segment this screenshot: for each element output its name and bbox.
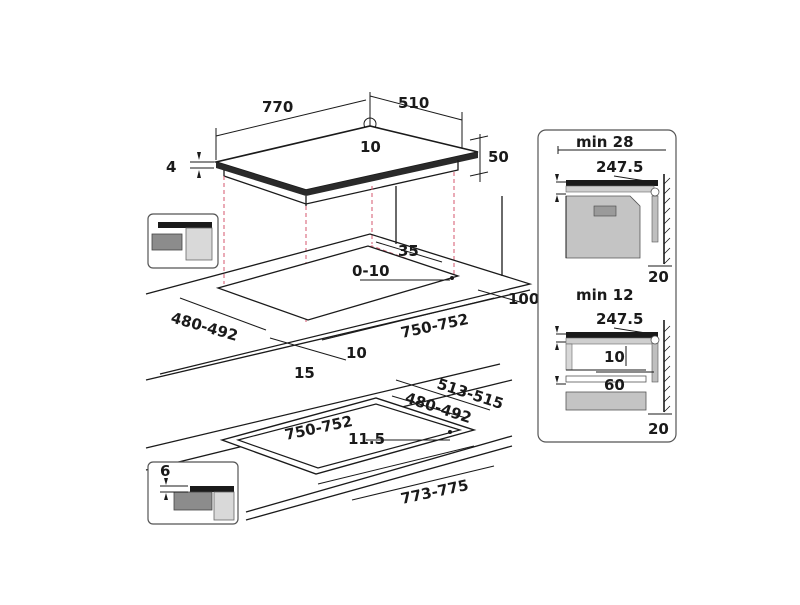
body-height-tick-top bbox=[469, 135, 489, 141]
drawer-hob-glass bbox=[566, 332, 658, 338]
cutout-width-label: 750-752 bbox=[399, 310, 470, 342]
drawer-wall-hatch bbox=[663, 325, 671, 413]
rear-clearance-dim bbox=[477, 289, 521, 303]
width-dim-line bbox=[215, 99, 367, 137]
drawer-shelf-arrow-icon bbox=[555, 376, 559, 383]
side-detail-drawer: min 12 247.5 10 60 20 bbox=[555, 286, 672, 438]
oven-min-label: min 28 bbox=[576, 133, 634, 151]
oven-body bbox=[565, 195, 641, 259]
inset-standard-body bbox=[151, 233, 183, 251]
hob-illustration: 770 510 10 4 50 bbox=[166, 92, 509, 206]
flush-radius-label: 11.5 bbox=[348, 430, 385, 448]
oven-bracket-icon bbox=[650, 187, 660, 197]
drawer-box bbox=[565, 391, 647, 411]
drawer-arrow-up-icon bbox=[555, 343, 559, 350]
cutout-depth-dim bbox=[179, 297, 267, 331]
drawer-shelf-label: 60 bbox=[604, 376, 625, 394]
cutout-width-dim bbox=[321, 297, 495, 341]
depth-dim-line bbox=[369, 95, 463, 121]
corner-gap-label: 10 bbox=[360, 138, 381, 156]
inset-standard-glass bbox=[158, 222, 212, 228]
front-offset-label: 15 bbox=[294, 364, 315, 382]
side-panel: min 28 247.5 20 bbox=[537, 129, 677, 443]
inset-flush-depth-label: 6 bbox=[160, 462, 170, 480]
body-height-label: 50 bbox=[488, 148, 509, 166]
oven-depth-label: 247.5 bbox=[596, 158, 643, 176]
inner-depth-dim bbox=[391, 395, 467, 419]
inset-flush-body bbox=[173, 491, 213, 511]
thickness-arrow-down-icon bbox=[197, 152, 201, 160]
hob-glass-edge-right bbox=[306, 152, 478, 196]
drawer-shelf bbox=[565, 375, 647, 383]
rear-offset-label: 35 bbox=[398, 242, 419, 260]
hob-depth-label: 510 bbox=[398, 94, 429, 112]
cutout-standard-shape bbox=[215, 245, 461, 321]
rear-clearance-label: 100 bbox=[508, 290, 539, 308]
oven-arrow-down-icon bbox=[555, 174, 559, 181]
inset-standard-counter bbox=[185, 227, 213, 261]
flush-outer-width-label: 773-775 bbox=[399, 476, 470, 508]
body-height-tick-bottom bbox=[469, 171, 489, 177]
flush-corner-dot bbox=[448, 430, 452, 434]
oven-wall-strip bbox=[651, 195, 659, 243]
drawer-min-label: min 12 bbox=[576, 286, 634, 304]
side-offset-label: 10 bbox=[346, 344, 367, 362]
cutout-corner-dot bbox=[450, 276, 454, 280]
inset-flush-arrow-down-icon bbox=[164, 478, 168, 485]
inset-flush-glass bbox=[190, 486, 234, 492]
flush-counter-front-edge bbox=[245, 435, 513, 513]
oven-wall-gap-label: 20 bbox=[648, 268, 669, 286]
rear-offset-leader bbox=[375, 241, 443, 263]
drawer-wall-strip bbox=[651, 341, 659, 383]
hob-glass-top bbox=[212, 125, 479, 191]
inset-flush-counter bbox=[213, 491, 235, 521]
drawer-gap-label: 10 bbox=[604, 348, 625, 366]
outer-width-dim bbox=[351, 465, 495, 501]
cutout-depth-label: 480-492 bbox=[169, 309, 240, 345]
drawer-depth-label: 247.5 bbox=[596, 310, 643, 328]
tolerance-label: 0-10 bbox=[352, 262, 390, 280]
hob-width-label: 770 bbox=[262, 98, 293, 116]
thickness-arrow-up-icon bbox=[197, 170, 201, 178]
oven-depth-leader bbox=[613, 175, 653, 183]
flush-inner-cutout bbox=[235, 403, 463, 469]
drawer-depth-leader bbox=[613, 327, 653, 335]
outer-depth-dim bbox=[395, 379, 491, 411]
inset-flush-arrow-up-icon bbox=[164, 493, 168, 500]
hob-glass-edge-front bbox=[216, 162, 306, 196]
oven-vent bbox=[593, 205, 617, 217]
oven-arrow-up-icon bbox=[555, 195, 559, 202]
oven-counter bbox=[565, 185, 655, 193]
countertop-top-outline bbox=[145, 233, 533, 375]
glass-thickness-label: 4 bbox=[166, 158, 176, 176]
drawer-wall-gap-label: 20 bbox=[648, 420, 669, 438]
drawer-arrow-down-icon bbox=[555, 326, 559, 333]
drawer-counter bbox=[565, 337, 655, 345]
inset-flush-mount: 6 bbox=[147, 461, 239, 525]
side-detail-oven: min 28 247.5 20 bbox=[555, 133, 672, 286]
flush-counter-front-edge-lower bbox=[245, 445, 513, 521]
front-offset-dim bbox=[269, 337, 347, 361]
oven-hob-glass bbox=[566, 180, 658, 186]
inset-standard-mount bbox=[147, 213, 219, 269]
oven-wall-hatch bbox=[663, 177, 671, 265]
flush-counter-back-edge bbox=[145, 363, 501, 449]
outer-width-dim-upper bbox=[317, 445, 475, 485]
drawer-bracket-icon bbox=[650, 335, 660, 345]
drawer-side bbox=[565, 343, 573, 371]
